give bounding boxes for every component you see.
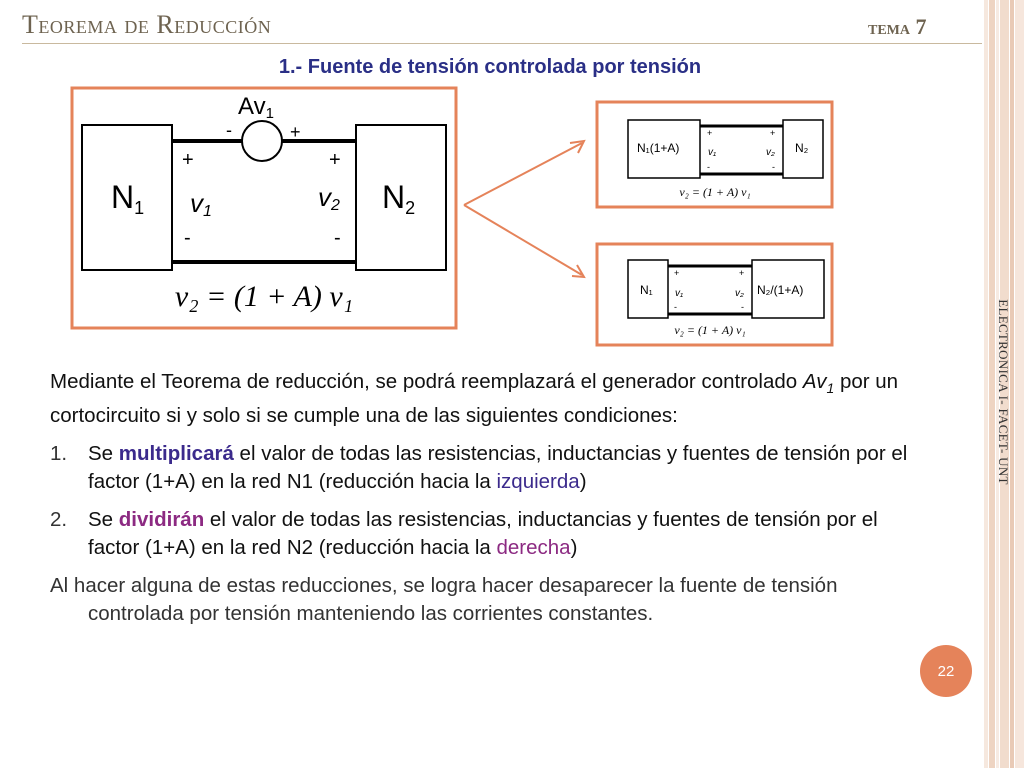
source-minus: -: [226, 120, 232, 140]
svg-text:v₁: v₁: [708, 147, 716, 158]
v2-label: v2: [318, 182, 340, 214]
svg-text:+: +: [707, 128, 712, 138]
controlled-source-icon: [241, 120, 283, 162]
reduced-right-n1: N₁: [640, 283, 653, 297]
right-network-box: [355, 124, 447, 271]
list-item: 1. Se multiplicará el valor de todas las…: [50, 442, 908, 494]
body-text: Mediante el Teorema de reducción, se pod…: [50, 368, 910, 638]
left-network-label: N1: [111, 179, 144, 218]
list-item: 2. Se dividirán el valor de todas las re…: [50, 508, 878, 560]
svg-text:-: -: [741, 302, 744, 312]
v2-minus: -: [334, 227, 341, 249]
reduced-right-n2: N₂/(1+A): [757, 283, 803, 297]
reduced-left-n1: N₁(1+A): [637, 141, 679, 155]
svg-text:v₂: v₂: [735, 288, 744, 299]
v2-plus: +: [329, 149, 341, 171]
main-equation: v₂ = (1 + A) v₁: [175, 280, 353, 313]
svg-text:v₂: v₂: [766, 147, 775, 158]
v1-plus: +: [182, 149, 194, 171]
intro-paragraph: Mediante el Teorema de reducción, se pod…: [50, 370, 899, 428]
closing-paragraph: Al hacer alguna de estas reducciones, se…: [50, 574, 838, 626]
page-number-badge: 22: [920, 645, 972, 697]
svg-text:-: -: [772, 162, 775, 172]
source-plus: +: [290, 122, 301, 142]
slide-subtitle: 1.- Fuente de tensión controlada por ten…: [278, 56, 702, 78]
topic-label: tema 7: [868, 14, 927, 40]
title-divider: [22, 43, 982, 44]
reduced-right-equation: v₂ = (1 + A) v₁: [674, 323, 745, 337]
left-network-box: [81, 124, 173, 271]
slide-title: Teorema de Reducción: [22, 10, 272, 39]
main-circuit: Av1 - + + + - - N1 N2 v1 v2 v₂ = (1 + A)…: [70, 86, 458, 330]
reduced-left-n2: N₂: [795, 141, 809, 155]
reduction-arrows: [463, 139, 586, 279]
right-network-label: N2: [382, 179, 415, 218]
topic-number: 7: [915, 14, 927, 39]
svg-text:-: -: [674, 302, 677, 312]
svg-text:-: -: [707, 162, 710, 172]
intro-source: Av1: [802, 370, 835, 397]
svg-text:v₁: v₁: [675, 288, 683, 299]
svg-text:+: +: [674, 268, 679, 278]
source-label: Av1: [238, 93, 274, 122]
svg-text:+: +: [770, 128, 775, 138]
reduced-circuit-right: N₁ N₂/(1+A) + + - - v₁ v₂ v₂ = (1 + A) v…: [595, 242, 834, 347]
topic-word: tema: [868, 17, 910, 39]
reduced-circuit-left: N₁(1+A) N₂ + + - - v₁ v₂ v₂ = (1 + A) v₁: [595, 100, 834, 209]
reduced-left-equation: v₂ = (1 + A) v₁: [679, 185, 750, 199]
svg-text:+: +: [739, 268, 744, 278]
v1-label: v1: [190, 188, 212, 220]
v1-minus: -: [184, 227, 191, 249]
decorative-stripes: [984, 0, 1024, 768]
